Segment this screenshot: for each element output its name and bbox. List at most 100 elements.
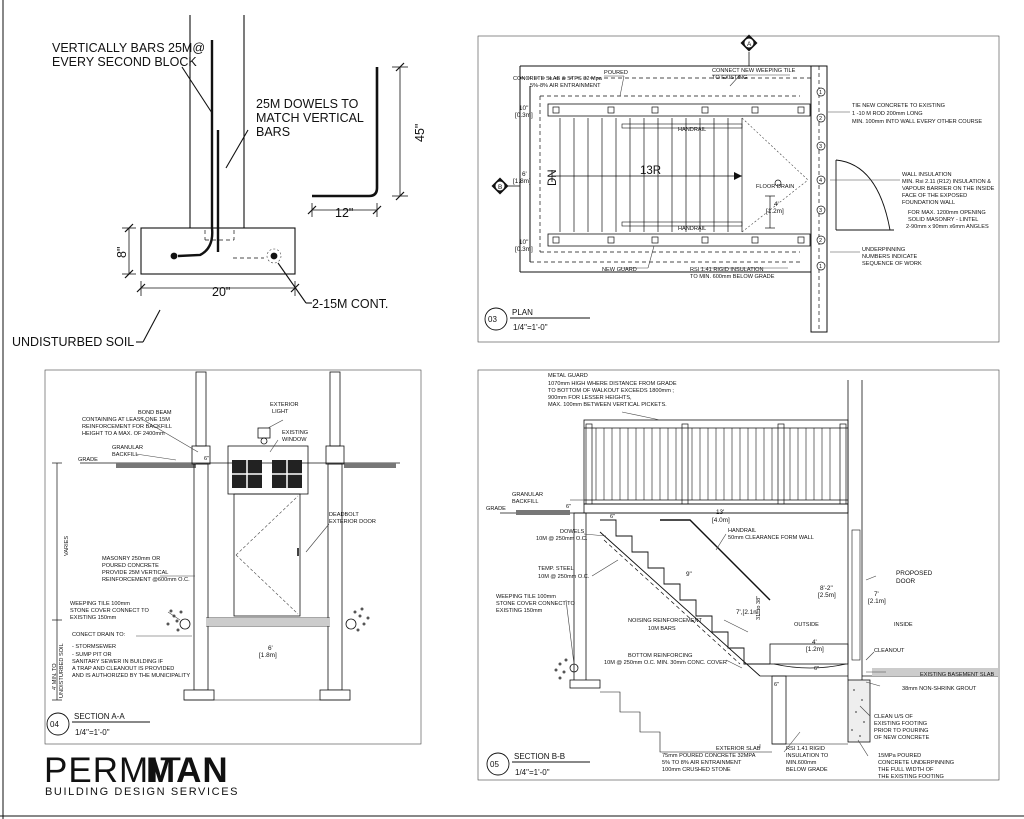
a-note-drain-3: - SUMP PIT OR [72, 652, 112, 658]
plan-note-opening-3: 2-90mm x 90mm x6mm ANGLES [906, 224, 989, 230]
guard-pickets [595, 428, 831, 500]
a-note-drain-2: - STORMSEWER [72, 644, 116, 650]
a-grade: GRADE [78, 457, 98, 463]
section-tag-b: B [491, 177, 520, 195]
guard-posts [552, 106, 805, 244]
note-cont: 2-15M CONT. [312, 297, 388, 311]
svg-text:3: 3 [819, 144, 822, 150]
svg-text:4: 4 [819, 178, 822, 184]
b-note-nosing-1: NOISING REINFORCEMENT [628, 618, 703, 624]
plan-note-underpinning-1: UNDERPINNING [862, 247, 905, 253]
dim-20: 20" [212, 285, 230, 299]
dim-12: 12" [335, 206, 353, 220]
b-note-guard-4: 900mm FOR LESSER HEIGHTS, [548, 395, 632, 401]
dim-8: 8" [115, 247, 129, 258]
plan-title-block: 03 PLAN 1/4"=1'-0" [484, 307, 590, 332]
a-min-undisturbed-1: 4' MIN. TO [52, 663, 58, 690]
permitman-logo: PERMIT MAN BUILDING DESIGN SERVICES [44, 751, 237, 798]
b-note-temp-steel-2: 10M @ 250mm O.C. [538, 574, 590, 580]
plan-note-underpinning-2: NUMBERS INDICATE [862, 254, 917, 260]
a-note-deadbolt-1: DEADBOLT [329, 512, 359, 518]
section-b-tag-label: B [498, 184, 502, 191]
a-note-masonry-1: MASONRY 250mm OR [102, 556, 160, 562]
b-dim-6a: 6" [566, 504, 571, 510]
plan-dim-4-b: [1.2m] [766, 208, 784, 215]
b-note-guard-1: METAL GUARD [548, 373, 588, 379]
plan-note-new-guard: NEW GUARD [602, 267, 637, 273]
a-dim-6-b: [1.8m] [259, 652, 277, 659]
b-note-dowels-1: DOWELS [560, 529, 585, 535]
note-vertical-bars-2: EVERY SECOND BLOCK [52, 55, 197, 69]
b-note-bottom-1: BOTTOM REINFORCING [628, 653, 693, 659]
plan-note-rsi-2: TO MIN. 600mm BELOW GRADE [690, 274, 775, 280]
b-note-exterior-slab-4: 100mm CRUSHED STONE [662, 767, 731, 773]
b-inside: INSIDE [894, 622, 913, 628]
plan-dim-10-top-b: [0.3m] [515, 112, 533, 119]
plan-note-weeping-2: TO EXISTING [712, 75, 747, 81]
a-note-masonry-4: REINFORCEMENT @600mm O.C. [102, 577, 190, 583]
detail-footing: VERTICALLY BARS 25M@ EVERY SECOND BLOCK … [12, 15, 427, 349]
a-scale: 1/4"=1'-0" [75, 728, 110, 737]
plan-note-wall-insul-1: WALL INSULATION [902, 172, 952, 178]
b-note-proposed-door-1: PROPOSED [896, 570, 933, 577]
b-note-dowels-2: 10M @ 250mm O.C. [536, 536, 588, 542]
b-number: 05 [490, 760, 499, 769]
plan-note-poured: POURED [604, 70, 628, 76]
b-dim-13-a: 13' [716, 509, 724, 516]
b-note-existing-slab: EXISTING BASEMENT SLAB [920, 672, 994, 678]
section-b-title-block: 05 SECTION B-B 1/4"=1'-0" [486, 752, 590, 777]
a-dim-6-a: 6' [268, 645, 273, 652]
plan-note-underpinning-3: SEQUENCE OF WORK [862, 261, 922, 267]
svg-text:2: 2 [819, 238, 822, 244]
b-note-bottom-2: 10M @ 250mm O.C. MIN. 30mm CONC. COVER [604, 660, 727, 666]
b-note-rsi-4: BELOW GRADE [786, 767, 828, 773]
plan-dim-4-a: 4' [774, 201, 779, 208]
a-note-window-1: EXISTING [282, 430, 308, 436]
b-note-weeping-1: WEEPING TILE 100mm [496, 594, 556, 600]
plan-note-tie-3: MIN. 100mm INTO WALL EVERY OTHER COURSE [852, 119, 982, 125]
b-note-poured-4: THE EXISTING FOOTING [878, 774, 944, 780]
a-note-drain-5: A TRAP AND CLEANOUT IS PROVIDED [72, 666, 174, 672]
plan-note-slab-2: 5%-8% AIR ENTRAINMENT [530, 83, 601, 89]
a-note-weeping-1: WEEPING TILE 100mm [70, 601, 130, 607]
b-dim-7-rise: 7',[2.1m] [736, 609, 761, 616]
a-note-masonry-3: PROVIDE 25M VERTICAL [102, 570, 168, 576]
plan-dim-10-bottom-a: 10" [519, 239, 528, 246]
note-dowels-1: 25M DOWELS TO [256, 97, 359, 111]
plan-dim-6-b: [1.8m] [513, 178, 531, 185]
b-dim-6c: 6" [814, 666, 819, 672]
note-dowels-2: MATCH VERTICAL [256, 111, 364, 125]
svg-text:1: 1 [819, 90, 822, 96]
a-note-drain-1: CONECT DRAIN TO: [72, 632, 126, 638]
b-dim-4-a: 4' [812, 639, 817, 646]
plan-03: 1 2 3 4 3 2 1 A B [477, 34, 1000, 343]
b-note-guard-2: 1070mm HIGH WHERE DISTANCE FROM GRADE [548, 381, 677, 387]
a-min-undisturbed-2: UNDISTURBED SOIL [59, 643, 65, 698]
b-note-poured-3: THE FULL WIDTH OF [878, 767, 934, 773]
b-note-handrail-1: HANDRAIL [728, 528, 756, 534]
section-a-title-block: 04 SECTION A-A 1/4"=1'-0" [46, 712, 150, 737]
a-note-bond-beam-1: BOND BEAM [138, 410, 172, 416]
a-note-weeping-2: STONE COVER CONNECT TO [70, 608, 149, 614]
b-dim-7-b: [2.1m] [868, 598, 886, 605]
b-note-weeping-2: STONE COVER CONNECT TO [496, 601, 575, 607]
b-dim-13-b: [4.0m] [712, 517, 730, 524]
b-note-rsi-1: RSI 1.41 RIGID [786, 746, 825, 752]
section-a-a-04: BOND BEAM CONTAINING AT LEAST ONE 15M RE… [44, 369, 422, 745]
b-note-clean-1: CLEAN U/S OF [874, 714, 913, 720]
plan-title: PLAN [512, 308, 533, 317]
section-tag-a: A [740, 34, 758, 66]
b-note-weeping-3: EXISTING 150mm [496, 608, 543, 614]
a-note-bond-beam-2: CONTAINING AT LEAST ONE 15M [82, 417, 170, 423]
plan-note-slab-1: CONCRETE SLAB & STPS 32 Mpa [513, 76, 603, 82]
b-note-cleanout: CLEANOUT [874, 648, 905, 654]
a-note-weeping-3: EXISTING 150mm [70, 615, 117, 621]
b-note-exterior-slab-1: EXTERIOR SLAB [716, 746, 761, 752]
b-scale: 1/4"=1'-0" [515, 768, 550, 777]
a-note-bond-beam-4: HEIGHT TO A MAX. OF 2400mm [82, 431, 165, 437]
plan-floor-drain: FLOOR DRAIN [756, 184, 794, 190]
a-varies: VARIES [64, 536, 70, 556]
plan-note-opening-1: FOR MAX. 1200mm OPENING [908, 210, 986, 216]
b-note-clean-4: OF NEW CONCRETE [874, 735, 930, 741]
b-dim-8-2-a: 8'-2" [820, 585, 833, 592]
